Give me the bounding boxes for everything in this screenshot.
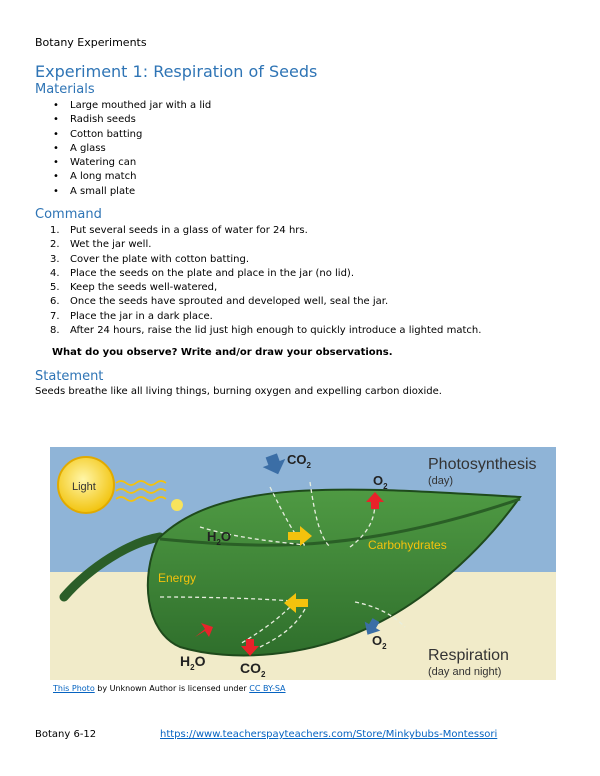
leaf-shape xyxy=(146,488,522,657)
diagram-svg: Light Photosynthesis (day) Respiration (… xyxy=(50,447,556,680)
step-number: 3. xyxy=(50,253,60,265)
step-number: 6. xyxy=(50,296,60,308)
step-number: 5. xyxy=(50,282,60,294)
image-caption: This Photo by Unknown Author is licensed… xyxy=(53,684,286,693)
step-text: Place the seeds on the plate and place i… xyxy=(70,267,355,279)
carbohydrate-arrow-icon xyxy=(288,526,312,546)
h2o-bottom-subscript: 2 xyxy=(190,663,195,672)
step-item: 5. Keep the seeds well-watered, xyxy=(35,281,481,295)
co2-bottom-subscript: 2 xyxy=(261,670,266,679)
list-item: A glass xyxy=(35,142,211,156)
leaf-stem xyxy=(59,532,165,602)
light-label: Light xyxy=(72,481,96,493)
list-item: Watering can xyxy=(35,156,211,170)
materials-heading: Materials xyxy=(35,82,95,97)
co2-top-text: CO xyxy=(287,452,307,467)
photosynthesis-label: Photosynthesis xyxy=(428,456,537,473)
step-item: 7. Place the jar in a dark place. xyxy=(35,310,481,324)
o2-bottom-subscript: 2 xyxy=(382,642,387,651)
respiration-label: Respiration xyxy=(428,647,509,664)
o2-in-arrow-icon xyxy=(364,618,381,635)
step-number: 1. xyxy=(50,225,60,236)
h2o-bottom-text-end: O xyxy=(195,653,206,669)
footer-link[interactable]: https://www.teacherspayteachers.com/Stor… xyxy=(160,729,498,740)
list-item: Radish seeds xyxy=(35,113,211,127)
command-heading: Command xyxy=(35,207,102,222)
co2-bottom-text: CO xyxy=(240,660,261,676)
h2o-bottom-text: H xyxy=(180,653,190,669)
light-ray xyxy=(115,480,167,486)
sun-icon xyxy=(57,456,115,514)
o2-top-subscript: 2 xyxy=(383,482,388,491)
step-item: 6. Once the seeds have sprouted and devel… xyxy=(35,295,481,309)
statement-heading: Statement xyxy=(35,369,104,384)
energy-label: Energy xyxy=(158,571,196,585)
step-text: After 24 hours, raise the lid just high … xyxy=(70,325,482,337)
step-item: 3. Cover the plate with cotton batting. xyxy=(35,253,481,267)
co2-bottom-label: CO2 xyxy=(240,660,266,679)
step-item: 8. After 24 hours, raise the lid just hig… xyxy=(35,324,481,338)
page-title: Experiment 1: Respiration of Seeds xyxy=(35,62,318,81)
o2-bottom-text: O xyxy=(372,633,382,648)
h2o-mid-subscript: 2 xyxy=(216,538,221,547)
list-item: Large mouthed jar with a lid xyxy=(35,99,211,113)
co2-in-arrow-icon xyxy=(262,453,286,475)
step-text: Wet the jar well. xyxy=(70,239,152,251)
step-item: 4. Place the seeds on the plate and place… xyxy=(35,267,481,281)
document-header: Botany Experiments xyxy=(35,36,147,49)
h2o-mid-label: H2O xyxy=(207,529,231,547)
o2-top-label: O2 xyxy=(373,473,388,491)
caption-text: by Unknown Author is licensed under xyxy=(94,684,250,693)
step-item: 2. Wet the jar well. xyxy=(35,238,481,252)
light-ray xyxy=(115,496,167,502)
o2-out-arrow-icon xyxy=(366,492,384,509)
leaf-midrib xyxy=(159,497,521,547)
observation-question: What do you observe? Write and/or draw y… xyxy=(52,347,393,358)
light-glow xyxy=(171,499,183,511)
photosynthesis-sublabel: (day) xyxy=(428,475,453,487)
statement-text: Seeds breathe like all living things, bu… xyxy=(35,386,442,397)
respiration-sublabel: (day and night) xyxy=(428,666,501,678)
o2-top-text: O xyxy=(373,473,383,488)
energy-arrow-icon xyxy=(284,593,308,613)
carbohydrates-label: Carbohydrates xyxy=(368,538,447,552)
co2-top-subscript: 2 xyxy=(307,461,312,470)
list-item: A long match xyxy=(35,170,211,184)
list-item: Cotton batting xyxy=(35,128,211,142)
footer-label: Botany 6-12 xyxy=(35,729,97,740)
photo-link[interactable]: This Photo xyxy=(53,684,95,693)
h2o-out-arrow-icon xyxy=(195,623,213,637)
step-item: 1. Put several seeds in a glass of water … xyxy=(35,224,481,238)
o2-bottom-label: O2 xyxy=(372,633,387,651)
co2-out-arrow-icon xyxy=(241,639,259,656)
step-text: Once the seeds have sprouted and develop… xyxy=(70,296,389,308)
step-text: Keep the seeds well-watered, xyxy=(70,282,218,294)
list-item: A small plate xyxy=(35,185,211,199)
step-text: Place the jar in a dark place. xyxy=(70,310,213,322)
step-number: 8. xyxy=(50,325,60,337)
h2o-mid-text: H xyxy=(207,529,216,544)
photosynthesis-diagram: Light Photosynthesis (day) Respiration (… xyxy=(50,447,556,680)
step-number: 2. xyxy=(50,239,60,251)
materials-list: Large mouthed jar with a lid Radish seed… xyxy=(35,99,211,199)
step-number: 7. xyxy=(50,310,60,322)
step-text: Put several seeds in a glass of water fo… xyxy=(70,225,308,236)
h2o-bottom-label: H2O xyxy=(180,653,206,672)
step-text: Cover the plate with cotton batting. xyxy=(70,253,250,265)
license-link[interactable]: CC BY-SA xyxy=(249,684,286,693)
light-ray xyxy=(115,488,167,494)
co2-top-label: CO2 xyxy=(287,452,312,470)
step-number: 4. xyxy=(50,267,60,279)
command-steps: 1. Put several seeds in a glass of water … xyxy=(35,224,481,338)
h2o-mid-text-end: O xyxy=(221,529,231,544)
